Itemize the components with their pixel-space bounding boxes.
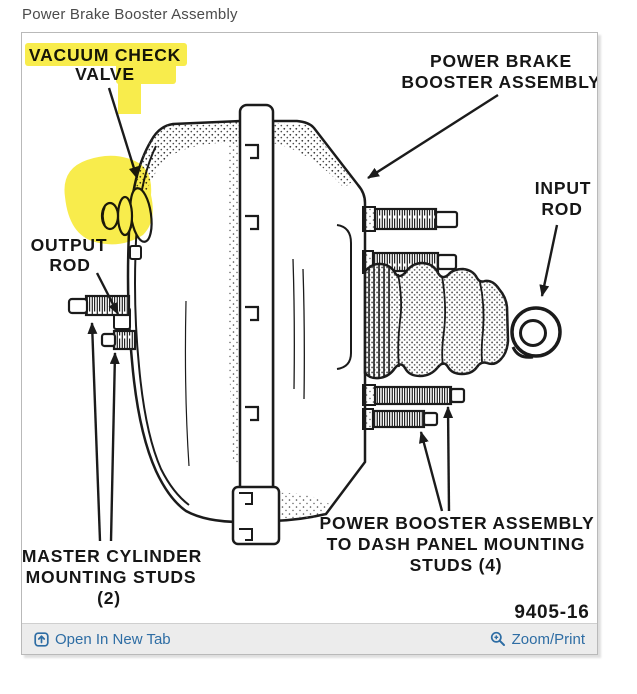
callout-arrows — [87, 87, 559, 542]
arrow-power-brake-booster — [367, 93, 499, 180]
zoom-magnifier-icon — [490, 631, 506, 647]
label-input-rod-1: INPUT — [535, 178, 592, 198]
open-in-new-tab-link[interactable]: Open In New Tab — [34, 631, 171, 648]
label-master-cylinder-1: MASTER CYLINDER — [22, 546, 202, 566]
label-dash-panel-3: STUDS (4) — [410, 555, 503, 575]
arrow-dash-stud-2 — [443, 406, 454, 512]
booster-dome — [126, 119, 243, 524]
open-in-new-tab-icon — [34, 631, 49, 647]
rear-shell — [271, 119, 367, 523]
label-input-rod-2: ROD — [541, 199, 582, 219]
highlight-marker — [25, 43, 187, 245]
brake-booster-diagram: VACUUM CHECK VALVE POWER BRAKE BOOSTER A… — [22, 43, 600, 623]
label-master-cylinder-3: (2) — [97, 588, 121, 608]
arrow-master-stud-1 — [87, 322, 102, 542]
open-in-new-tab-label: Open In New Tab — [55, 630, 171, 648]
page-title: Power Brake Booster Assembly — [22, 6, 238, 23]
label-output-rod-2: ROD — [49, 255, 90, 275]
arrow-master-stud-2 — [109, 352, 120, 542]
label-master-cylinder-2: MOUNTING STUDS — [26, 567, 197, 587]
arrow-output-rod — [95, 272, 120, 315]
arrow-input-rod — [539, 224, 559, 297]
input-rod-bellows — [363, 261, 510, 380]
diagram-labels: VACUUM CHECK VALVE POWER BRAKE BOOSTER A… — [22, 45, 600, 623]
diagram-canvas: VACUUM CHECK VALVE POWER BRAKE BOOSTER A… — [22, 33, 600, 623]
input-rod-eye — [510, 306, 562, 359]
zoom-print-link[interactable]: Zoom/Print — [490, 631, 585, 648]
label-output-rod-1: OUTPUT — [31, 235, 108, 255]
label-dash-panel-1: POWER BOOSTER ASSEMBLY — [320, 513, 595, 533]
mounting-band — [231, 103, 281, 546]
arrow-dash-stud-1 — [418, 431, 444, 512]
label-power-brake-booster-1: POWER BRAKE — [430, 51, 572, 71]
master-cylinder-studs — [67, 294, 137, 351]
zoom-print-label: Zoom/Print — [511, 630, 585, 648]
label-power-brake-booster-2: BOOSTER ASSEMBLY — [401, 72, 597, 92]
output-rod-part — [113, 245, 142, 330]
figure-number: 9405-16 — [514, 602, 589, 623]
diagram-frame: VACUUM CHECK VALVE POWER BRAKE BOOSTER A… — [21, 32, 600, 655]
label-dash-panel-2: TO DASH PANEL MOUNTING — [327, 534, 586, 554]
footer-bar: Open In New Tab Zoom/Print — [22, 623, 597, 654]
